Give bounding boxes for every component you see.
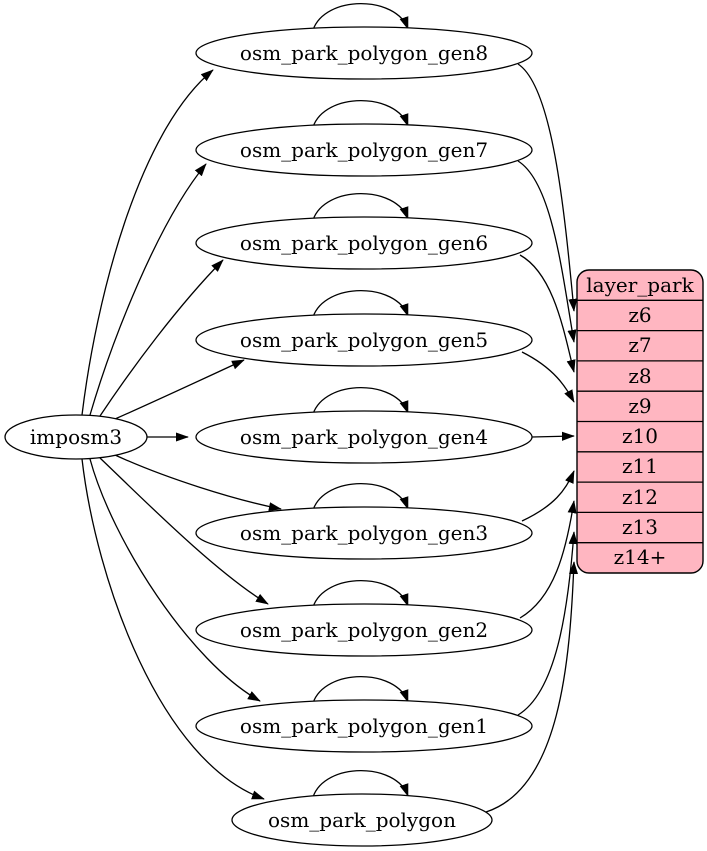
- node-ellipse: [195, 603, 533, 657]
- node-layer_park: layer_park z6 z7 z8 z9 z10 z11 z12 z13 z…: [576, 269, 704, 574]
- node-osm_park_polygon_gen7: osm_park_polygon_gen7: [195, 123, 533, 177]
- layer-park-row-z9: z9: [628, 394, 651, 418]
- node-label: osm_park_polygon_gen7: [240, 138, 488, 162]
- layer-park-row-z10: z10: [622, 424, 658, 448]
- node-osm_park_polygon_gen4: osm_park_polygon_gen4: [195, 410, 533, 464]
- node-label: osm_park_polygon_gen8: [240, 41, 488, 65]
- layer-park-row-z8: z8: [628, 364, 651, 388]
- node-ellipse: [195, 216, 533, 270]
- node-imposm3: imposm3: [4, 414, 148, 460]
- layer-park-row-z12: z12: [622, 485, 658, 509]
- layer-park-row-z6: z6: [628, 303, 651, 327]
- self-loop-osm_park_polygon_gen5: [312, 290, 409, 318]
- node-ellipse: [195, 699, 533, 753]
- node-osm_park_polygon_gen5: osm_park_polygon_gen5: [195, 313, 533, 367]
- node-ellipse: [195, 313, 533, 367]
- node-osm_park_polygon_gen8: osm_park_polygon_gen8: [195, 26, 533, 80]
- edge-osm_park_polygon_gen7-z7: [517, 160, 577, 343]
- self-loop-osm_park_polygon_gen6: [312, 193, 409, 221]
- node-ellipse: [195, 26, 533, 80]
- edge-osm_park_polygon_gen8-z6: [517, 63, 578, 312]
- edge-osm_park_polygon_gen4-z10: [531, 431, 575, 441]
- edge-imposm3-osm_park_polygon_gen7: [89, 163, 207, 416]
- node-label: osm_park_polygon_gen2: [240, 618, 488, 642]
- node-ellipse: [195, 123, 533, 177]
- self-loop-edges: [312, 3, 409, 798]
- node-ellipse: [231, 793, 493, 847]
- self-loop-osm_park_polygon_gen2: [312, 580, 409, 608]
- edge-osm_park_polygon_gen6-z8: [519, 254, 576, 373]
- edge-imposm3-osm_park_polygon_gen8: [81, 69, 214, 416]
- edge-imposm3-osm_park_polygon_gen6: [99, 259, 224, 417]
- edge-imposm3-osm_park_polygon_gen5: [114, 359, 245, 420]
- edge-imposm3-osm_park_polygon_gen2: [99, 457, 269, 605]
- node-osm_park_polygon_gen3: osm_park_polygon_gen3: [195, 506, 533, 560]
- edge-osm_park_polygon_gen2-z12: [519, 500, 577, 619]
- edge-osm_park_polygon_gen5-z9: [521, 351, 575, 403]
- edge-imposm3-osm_park_polygon_gen3: [114, 454, 282, 512]
- node-label: osm_park_polygon_gen4: [240, 425, 488, 449]
- layer-park-row-z11: z11: [622, 454, 658, 478]
- node-label: osm_park_polygon_gen1: [240, 714, 488, 738]
- edges-to-layer-park: [485, 63, 579, 813]
- layer-park-row-z13: z13: [622, 515, 658, 539]
- node-osm_park_polygon_gen6: osm_park_polygon_gen6: [195, 216, 533, 270]
- edge-imposm3-osm_park_polygon_gen1: [89, 458, 261, 702]
- node-osm_park_polygon: osm_park_polygon: [231, 793, 493, 847]
- edge-imposm3-osm_park_polygon: [81, 458, 265, 800]
- self-loop-osm_park_polygon: [312, 770, 409, 798]
- self-loop-osm_park_polygon_gen8: [312, 3, 409, 31]
- node-ellipse: [195, 410, 533, 464]
- node-osm_park_polygon_gen1: osm_park_polygon_gen1: [195, 699, 533, 753]
- node-label: osm_park_polygon_gen3: [240, 521, 488, 545]
- layer-park-row-z7: z7: [628, 333, 651, 357]
- node-label: osm_park_polygon_gen6: [240, 231, 488, 255]
- node-label: osm_park_polygon: [268, 808, 456, 832]
- node-label: osm_park_polygon_gen5: [240, 328, 488, 352]
- edge-osm_park_polygon-z14: [485, 561, 579, 813]
- node-osm_park_polygon_gen2: osm_park_polygon_gen2: [195, 603, 533, 657]
- self-loop-osm_park_polygon_gen4: [312, 387, 409, 415]
- node-ellipse: [4, 414, 148, 460]
- self-loop-osm_park_polygon_gen3: [312, 483, 409, 511]
- node-ellipse: [195, 506, 533, 560]
- layer-park-row-z14: z14+: [614, 545, 667, 569]
- layer-park-title: layer_park: [586, 273, 694, 297]
- edges-from-imposm3: [81, 69, 282, 800]
- self-loop-osm_park_polygon_gen7: [312, 100, 409, 128]
- node-label: imposm3: [30, 425, 122, 449]
- self-loop-osm_park_polygon_gen1: [312, 676, 409, 704]
- edge-osm_park_polygon_gen3-z11: [521, 470, 575, 522]
